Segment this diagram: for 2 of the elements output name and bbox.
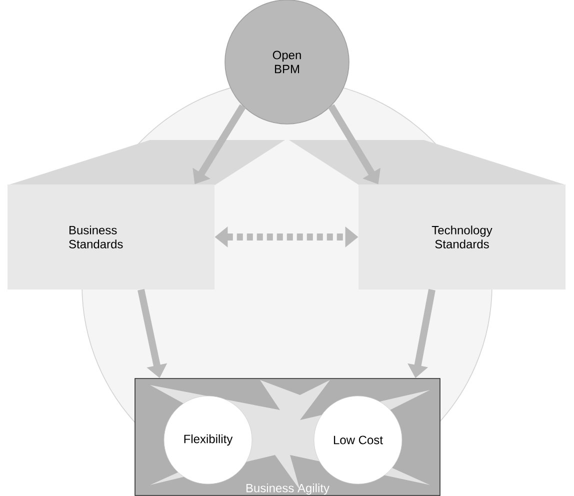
standards-box: Business Standards <box>8 140 285 290</box>
standards-box: Technology Standards <box>289 140 566 290</box>
